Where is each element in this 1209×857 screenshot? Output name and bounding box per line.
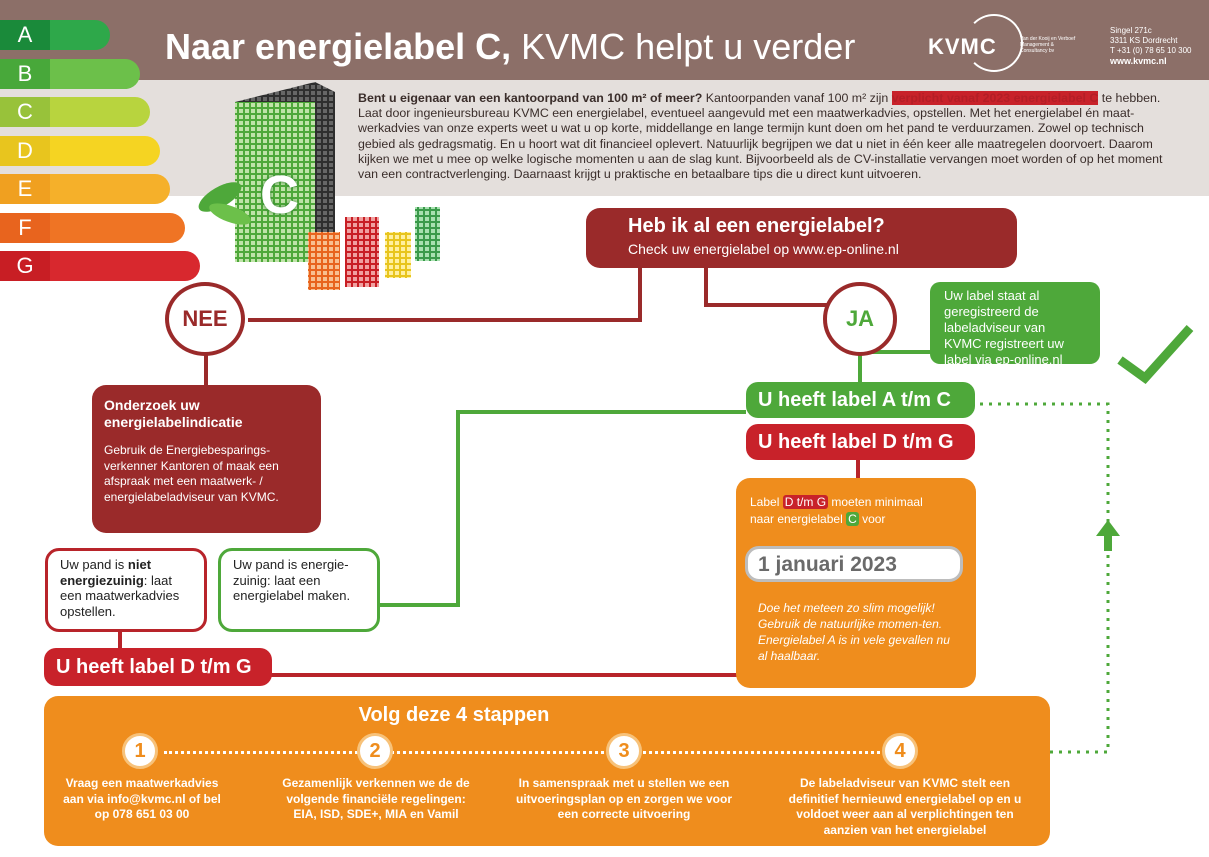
onderzoek-box: Onderzoek uw energielabelindicatie Gebru… (92, 385, 321, 533)
ja-circle: JA (823, 282, 897, 356)
badge-c: C (846, 512, 859, 526)
badge-dg: D t/m G (782, 495, 829, 509)
step-2-circle: 2 (357, 733, 393, 769)
checkmark-icon (1117, 324, 1194, 385)
logo-arc-icon (965, 14, 1023, 72)
steps-panel: Volg deze 4 stappen 1 2 3 4 Vraag een ma… (44, 696, 1050, 846)
energy-bar-g: G (0, 251, 200, 281)
energy-bar-fill (50, 174, 170, 204)
intro-text: Bent u eigenaar van een kantoorpand van … (358, 91, 1163, 182)
energy-bar-fill (50, 97, 150, 127)
question-title: Heb ik al een energielabel? (628, 215, 885, 237)
steps-title: Volg deze 4 stappen (358, 704, 550, 726)
registered-box: Uw label staat al geregistreerd de label… (930, 282, 1100, 367)
step-4-circle: 4 (882, 733, 918, 769)
kvmc-logo: KVMC (925, 14, 1025, 74)
firm-name: Van der Kooij en Verboef Management & Co… (1020, 36, 1076, 54)
efficient-box: Uw pand is energie-zuinig: laat een ener… (218, 548, 380, 632)
deadline-date: 1 januari 2023 (745, 546, 963, 582)
energy-bar-a: A (0, 20, 110, 50)
deadline-text: Label D t/m G moeten minimaal naar energ… (750, 495, 923, 526)
energy-letter: A (0, 20, 50, 50)
step-2-text: Gezamenlijk verkennen we de de volgende … (282, 776, 470, 821)
energy-bar-fill (50, 251, 200, 281)
energy-letter: B (0, 58, 50, 89)
label-d-g-bottom-pill: U heeft label D t/m G (44, 648, 272, 686)
question-subtitle: Check uw energielabel op www.ep-online.n… (628, 241, 899, 257)
step-1-circle: 1 (122, 733, 158, 769)
energy-bar-fill (50, 135, 160, 166)
label-a-c-pill: U heeft label A t/m C (746, 382, 975, 418)
energy-bar-e: E (0, 174, 170, 204)
energy-bar-c: C (0, 97, 150, 127)
step-1-text: Vraag een maatwerkadvies aan via info@kv… (63, 776, 221, 821)
onderzoek-title: Onderzoek uw energielabelindicatie (104, 397, 243, 430)
onderzoek-text: Gebruik de Energiebesparings-verkenner K… (104, 443, 279, 504)
energy-letter: E (0, 174, 50, 204)
energy-letter: G (0, 251, 50, 281)
step-4-text: De labeladviseur van KVMC stelt een defi… (788, 776, 1022, 837)
buildings-illustration: C (190, 72, 450, 294)
energy-bar-fill (50, 212, 185, 243)
label-d-g-pill: U heeft label D t/m G (746, 424, 975, 460)
nee-circle: NEE (165, 282, 245, 356)
energy-bar-fill (50, 58, 140, 89)
address-block: Singel 271c 3311 KS Dordrecht T +31 (0) … (1110, 26, 1191, 66)
deadline-box: Label D t/m G moeten minimaal naar energ… (736, 478, 976, 688)
question-box: Heb ik al een energielabel? Check uw ene… (586, 208, 1017, 268)
deadline-advice: Doe het meteen zo slim mogelijk! Gebruik… (758, 601, 950, 663)
energy-letter: F (0, 212, 50, 243)
address-city: 3311 KS Dordrecht (1110, 36, 1178, 45)
page-title: Naar energielabel C, KVMC helpt u verder (165, 26, 856, 67)
steps-dotted-line (164, 751, 904, 754)
address-phone: T +31 (0) 78 65 10 300 (1110, 46, 1192, 55)
energy-bar-f: F (0, 212, 185, 243)
step-3-text: In samenspraak met u stellen we een uitv… (515, 776, 733, 821)
energy-letter: C (0, 97, 50, 127)
step-3-circle: 3 (606, 733, 642, 769)
energy-letter: D (0, 135, 50, 166)
building-c-letter: C (260, 165, 299, 225)
buildings-icon (198, 82, 440, 290)
website-link[interactable]: www.kvmc.nl (1110, 56, 1167, 66)
address-street: Singel 271c (1110, 26, 1152, 35)
energy-bar-fill (50, 20, 110, 50)
not-efficient-box: Uw pand is niet energiezuinig: laat een … (45, 548, 207, 632)
energy-bar-d: D (0, 135, 160, 166)
energy-bar-b: B (0, 58, 140, 89)
